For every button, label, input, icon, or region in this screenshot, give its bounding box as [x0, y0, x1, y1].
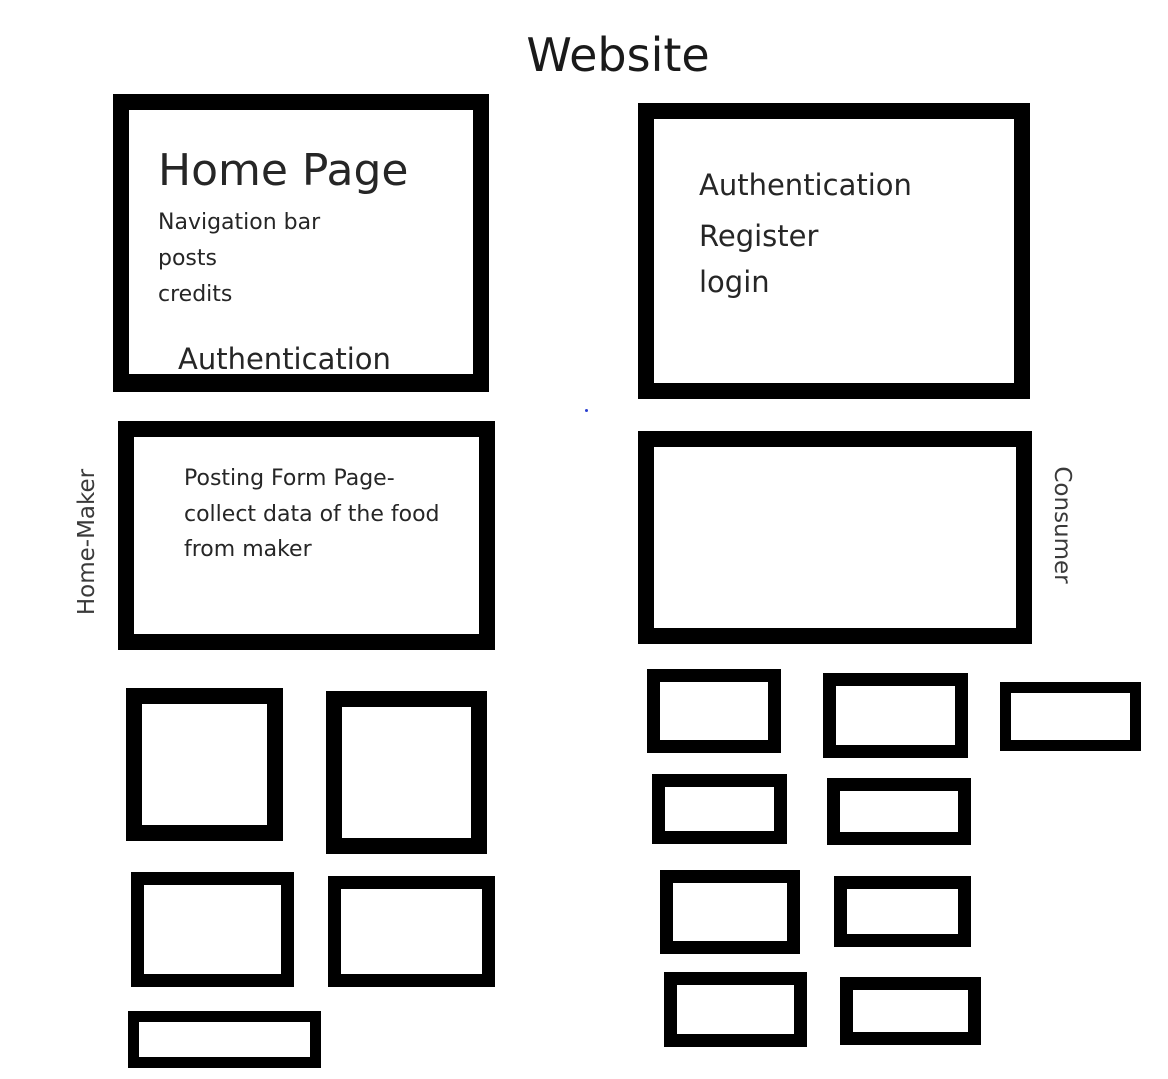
consumer-sub-box: [652, 774, 787, 844]
stray-dot: [585, 409, 588, 412]
consumer-sub-box: [647, 669, 781, 753]
home-maker-sub-box: [326, 691, 487, 854]
home-page-authentication: Authentication: [178, 342, 391, 376]
home-page-box: [113, 94, 489, 392]
auth-item-login: login: [699, 265, 770, 299]
consumer-sub-box: [834, 876, 971, 947]
posting-form-line-2: collect data of the food: [184, 502, 440, 527]
home-page-item-credits: credits: [158, 282, 233, 307]
auth-item-register: Register: [699, 219, 819, 253]
consumer-box: [638, 431, 1032, 644]
home-maker-sub-box: [131, 872, 294, 987]
consumer-sub-box: [660, 870, 800, 954]
home-page-heading: Home Page: [158, 145, 409, 196]
consumer-label: Consumer: [1049, 466, 1075, 584]
home-maker-sub-box: [126, 688, 283, 841]
home-page-item-posts: posts: [158, 246, 217, 271]
authentication-box: [638, 103, 1030, 399]
consumer-sub-box: [664, 972, 807, 1047]
posting-form-box: [118, 421, 495, 650]
consumer-sub-box: [1000, 682, 1141, 751]
home-maker-label: Home-Maker: [74, 468, 100, 616]
consumer-sub-box: [840, 977, 981, 1045]
consumer-sub-box: [823, 673, 968, 758]
diagram-title: Website: [526, 28, 710, 82]
auth-item-authentication: Authentication: [699, 168, 912, 202]
posting-form-line-1: Posting Form Page-: [184, 466, 395, 491]
home-maker-sub-box: [328, 876, 495, 987]
posting-form-line-3: from maker: [184, 537, 312, 562]
home-page-item-navigation: Navigation bar: [158, 210, 321, 235]
consumer-sub-box: [827, 778, 971, 845]
home-maker-sub-box: [128, 1011, 321, 1068]
